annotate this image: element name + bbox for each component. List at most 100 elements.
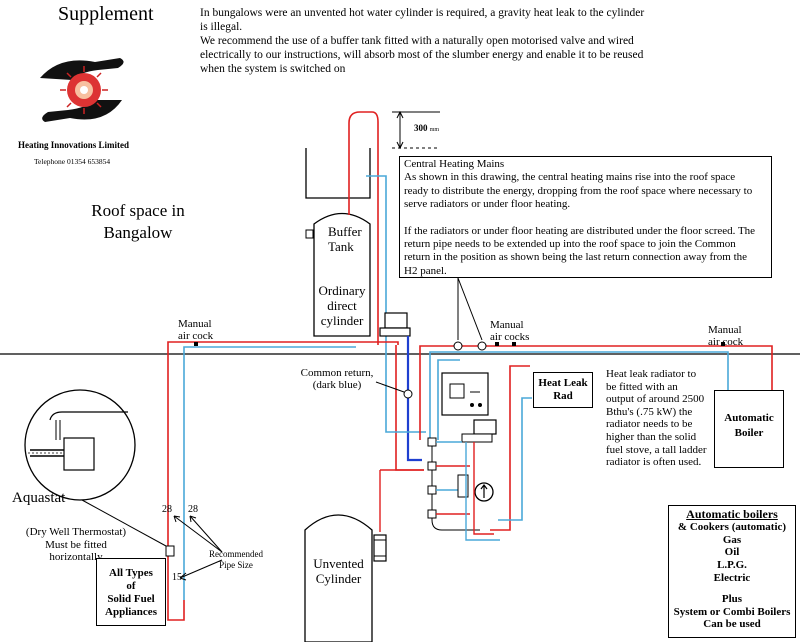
heat-leak-rad: Heat Leak Rad <box>533 372 593 408</box>
solid-fuel-line: Solid Fuel <box>107 593 155 605</box>
auto-boilers-line: L.P.G. <box>717 559 747 572</box>
auto-boilers-line: System or Combi Boilers <box>673 605 791 618</box>
intro-line: In bungalows were an unvented hot water … <box>200 7 645 19</box>
auto-boilers-line: & Cookers (automatic) <box>677 520 787 533</box>
heat-leak-note-line: be fitted with an <box>606 380 678 393</box>
solid-fuel-flow <box>167 341 399 595</box>
heat-leak-note-line: radiator is often used. <box>606 456 702 469</box>
ch-line: return in the position as shown being th… <box>404 251 748 264</box>
buffer-tank-desc: Ordinary direct cylinder <box>316 283 368 328</box>
air-cock-line: air cocks <box>490 331 530 343</box>
solid-fuel-line: Appliances <box>105 606 157 618</box>
buffer-line: Tank <box>328 239 354 254</box>
air-cock-line: Manual <box>490 319 524 331</box>
pipe-size-right: 28 <box>188 504 198 515</box>
heat-leak-return <box>498 397 532 521</box>
pipe-size-left: 28 <box>162 504 172 515</box>
auto-boilers-line: Can be used <box>703 618 761 631</box>
heat-leak-rad-line: Rad <box>553 390 573 402</box>
heat-leak-note-line: Heat leak radiator to <box>606 368 697 380</box>
aquastat-leader <box>81 499 167 547</box>
unvented-line: Unvented <box>313 556 364 571</box>
heat-leak-rad-line: Heat Leak <box>538 377 588 389</box>
pipe-size-rec-line: Recommended <box>209 549 263 559</box>
intro-line: when the system is switched on <box>200 63 346 75</box>
buffer-desc-line: cylinder <box>320 313 364 328</box>
ch-line: H2 panel. <box>404 264 447 277</box>
solid-fuel-line: All Types <box>109 567 153 579</box>
auto-boiler-line: Boiler <box>734 427 764 439</box>
aquastat-detail <box>24 389 136 501</box>
recommended-pipe-size: Recommended Pipe Size <box>196 549 276 571</box>
buffer-desc-line: Ordinary <box>318 283 366 298</box>
intro-line: electrically to our instructions, will a… <box>200 49 644 61</box>
heat-leak-flow <box>490 365 530 531</box>
unvented-cylinder-label: Unvented Cylinder <box>305 556 372 586</box>
unvented-cylinder <box>304 514 373 642</box>
heat-leak-note-line: fuel stove, a tall ladder <box>606 443 707 456</box>
auto-boilers-line: Oil <box>724 546 740 559</box>
ch-line: As shown in this drawing, the central he… <box>404 171 736 184</box>
auto-boiler-line: Automatic <box>724 412 774 424</box>
auto-boilers-line: Gas <box>722 533 742 546</box>
dimension-unit: mm <box>429 127 440 133</box>
aquastat-label: Aquastat <box>12 490 66 506</box>
ch-return-main <box>385 345 426 433</box>
pipe-size-small: 15 <box>172 572 182 583</box>
mains-pointer <box>457 277 483 341</box>
intro-text: In bungalows were an unvented hot water … <box>200 6 644 76</box>
air-cock-line: Manual <box>708 324 742 336</box>
dimension-marker <box>392 110 440 150</box>
auto-boilers-line: Electric <box>713 571 751 584</box>
heat-leak-note: Heat leak radiator to be fitted with an … <box>606 368 707 469</box>
company-name: Heating Innovations Limited <box>18 140 130 150</box>
supplement-title: Supplement <box>58 3 154 25</box>
air-cock-line: Manual <box>178 318 212 330</box>
air-cock-line: air cock <box>708 336 744 348</box>
ch-riser-blue2 <box>437 359 460 440</box>
auto-boilers-line: Plus <box>721 592 743 605</box>
automatic-boiler: Automatic Boiler <box>714 390 784 468</box>
roof-line: Bangalow <box>103 223 173 242</box>
aquastat-line: (Dry Well Thermostat) <box>25 526 127 538</box>
central-heating-text: Central Heating Mains As shown in this d… <box>404 158 755 278</box>
dimension-value: 300 <box>414 123 428 133</box>
solid-fuel-appliances: All Types of Solid Fuel Appliances <box>96 558 166 626</box>
air-cock-mid-label: Manual air cocks <box>490 319 529 343</box>
solid-fuel-return <box>183 346 356 600</box>
ch-line: ready to distribute the energy, dropping… <box>404 184 753 197</box>
aquastat-line: Must be fitted <box>45 538 107 551</box>
header-tank <box>305 148 371 199</box>
air-cock-line: air cock <box>178 330 214 342</box>
intro-line: We recommend the use of a buffer tank fi… <box>200 35 634 47</box>
aquastat-line: horizontally <box>49 551 103 563</box>
common-return-line: Common return, <box>300 367 374 379</box>
motorised-valve <box>384 312 408 329</box>
ch-title: Central Heating Mains <box>404 158 505 170</box>
air-cock-1 <box>453 341 463 351</box>
common-return-label: Common return, (dark blue) <box>292 367 382 391</box>
company-telephone: Telephone 01354 653854 <box>34 157 111 166</box>
solid-fuel-line: of <box>126 580 136 592</box>
intro-line: is illegal. <box>200 21 243 33</box>
cold-feed-blue <box>366 175 387 345</box>
buffer-tank-label: Buffer Tank <box>328 224 362 254</box>
air-cock-left-label: Manual air cock <box>178 318 213 342</box>
central-heating-box: Central Heating Mains As shown in this d… <box>399 156 772 278</box>
common-return-pipe <box>406 336 422 462</box>
dimension-label: 300 mm <box>414 123 439 133</box>
ch-line: serve radiators or under floor heating. <box>404 198 571 211</box>
unvented-line: Cylinder <box>315 571 362 586</box>
buffer-line: Buffer <box>328 224 362 239</box>
pipe-size-arrows <box>173 515 223 581</box>
ch-riser-blue <box>429 351 729 440</box>
heat-leak-note-line: higher than the solid <box>606 430 697 443</box>
heat-leak-note-line: output of around 2500 <box>606 393 705 406</box>
buffer-desc-line: direct <box>327 298 357 313</box>
aquastat-note: (Dry Well Thermostat) Must be fitted hor… <box>6 526 146 564</box>
roof-space-label: Roof space in Bangalow <box>88 200 188 244</box>
h2-panel <box>427 372 500 541</box>
roof-line: Roof space in <box>91 201 185 220</box>
air-cock-2 <box>477 341 487 351</box>
